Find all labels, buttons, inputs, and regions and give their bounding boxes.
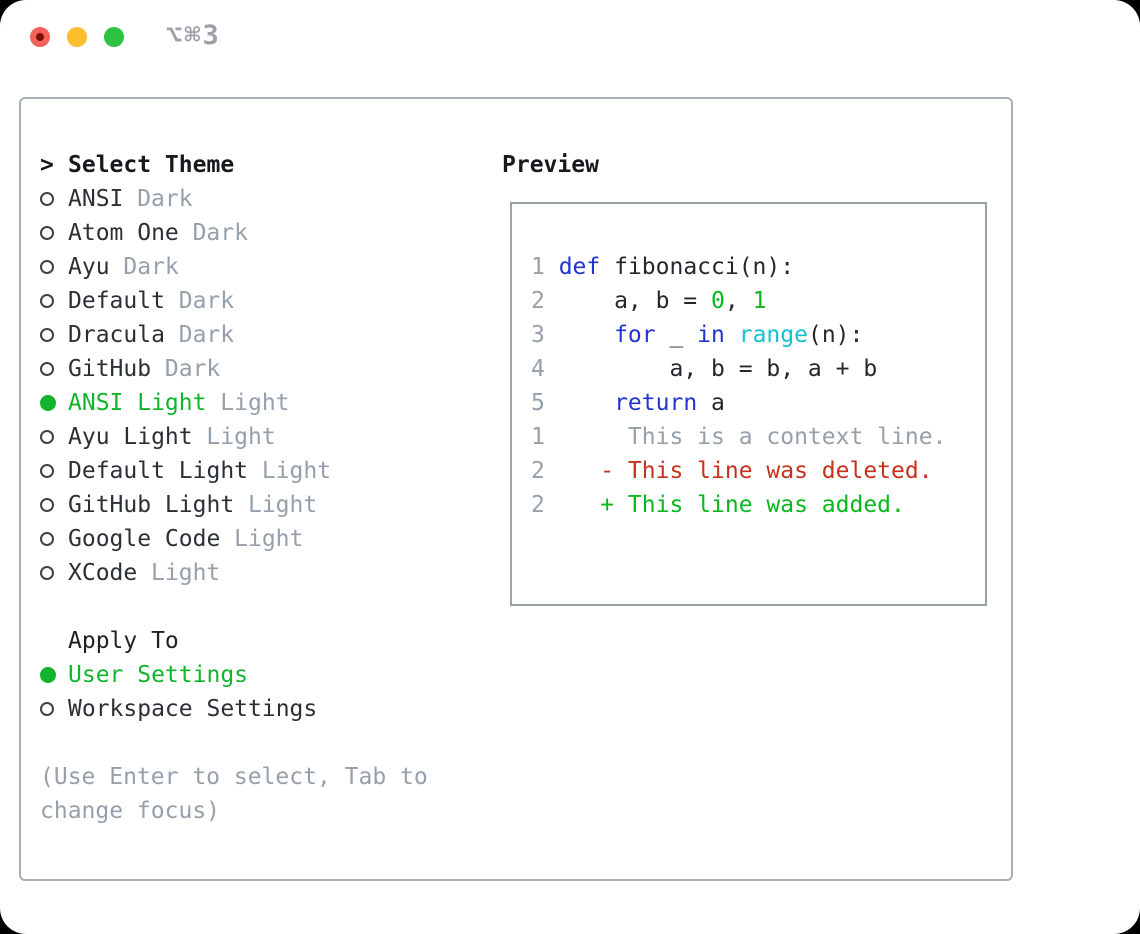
preview-code-line: 2 - This line was deleted. [531, 454, 985, 488]
option-label: GitHub Light [68, 492, 235, 518]
option-label: Atom One [68, 220, 179, 246]
apply-option-user-settings[interactable]: User Settings [40, 658, 460, 692]
option-label: User Settings [68, 662, 249, 688]
theme-option-default[interactable]: Default Dark [40, 284, 460, 318]
radio-icon [40, 226, 54, 240]
select-theme-title: Select Theme [68, 152, 235, 178]
apply-to-title: Apply To [68, 628, 179, 654]
radio-icon [40, 362, 54, 376]
line-number: 2 [531, 458, 545, 484]
traffic-lights [30, 27, 124, 47]
radio-icon [40, 566, 54, 580]
theme-option-ansi[interactable]: ANSI Dark [40, 182, 460, 216]
radio-icon [40, 260, 54, 274]
spacer [40, 590, 460, 624]
radio-icon [40, 464, 54, 478]
radio-icon [40, 702, 54, 716]
line-number: 1 [531, 424, 545, 450]
preview-code-line: 1 This is a context line. [531, 420, 985, 454]
line-number: 2 [531, 288, 545, 314]
apply-option-workspace-settings[interactable]: Workspace Settings [40, 692, 460, 726]
option-label: Workspace Settings [68, 696, 318, 722]
line-number: 1 [531, 254, 545, 280]
option-label: Ayu Light [68, 424, 193, 450]
line-number: 2 [531, 492, 545, 518]
theme-option-xcode[interactable]: XCode Light [40, 556, 460, 590]
line-number: 4 [531, 356, 545, 382]
apply-to-header: Apply To [40, 624, 460, 658]
theme-option-github[interactable]: GitHub Dark [40, 352, 460, 386]
radio-icon [40, 430, 54, 444]
preview-code-line: 2 + This line was added. [531, 488, 985, 522]
variant-badge: Light [261, 458, 332, 484]
close-button[interactable] [30, 27, 50, 47]
minimize-button[interactable] [67, 27, 87, 47]
variant-badge: Dark [137, 186, 193, 212]
radio-icon [40, 532, 54, 546]
preview-code-line: 2 a, b = 0, 1 [531, 284, 985, 318]
variant-badge: Light [206, 424, 276, 450]
option-label: ANSI [68, 186, 124, 212]
usage-hint: (Use Enter to select, Tab to change focu… [40, 764, 428, 824]
variant-badge: Light [220, 390, 290, 416]
line-number: 3 [531, 322, 545, 348]
prompt-caret-icon: > [40, 152, 54, 178]
theme-option-github-light[interactable]: GitHub Light Light [40, 488, 460, 522]
radio-icon [40, 328, 54, 342]
preview-title: Preview [502, 152, 599, 178]
variant-badge: Dark [178, 322, 235, 348]
variant-badge: Dark [192, 220, 248, 246]
option-label: GitHub [68, 356, 152, 382]
option-label: Ayu [68, 254, 110, 280]
option-label: Google Code [68, 526, 221, 552]
zoom-button[interactable] [104, 27, 124, 47]
select-theme-header: > Select Theme [40, 148, 460, 182]
theme-option-dracula[interactable]: Dracula Dark [40, 318, 460, 352]
preview-code-line: 3 for _ in range(n): [531, 318, 985, 352]
option-label: Default [68, 288, 165, 314]
variant-badge: Dark [178, 288, 235, 314]
theme-option-ayu[interactable]: Ayu Dark [40, 250, 460, 284]
preview-code-line: 5 return a [531, 386, 985, 420]
radio-icon [40, 192, 54, 206]
preview-code-line: 4 a, b = b, a + b [531, 352, 985, 386]
variant-badge: Dark [123, 254, 179, 280]
theme-option-ansi-light[interactable]: ANSI Light Light [40, 386, 460, 420]
theme-option-ayu-light[interactable]: Ayu Light Light [40, 420, 460, 454]
option-label: Dracula [68, 322, 165, 348]
radio-selected-icon [40, 395, 56, 411]
theme-option-atom-one[interactable]: Atom One Dark [40, 216, 460, 250]
window-shortcut-label: ⌥⌘3 [166, 20, 221, 51]
option-label: Default Light [68, 458, 249, 484]
variant-badge: Light [247, 492, 318, 518]
theme-option-google-code[interactable]: Google Code Light [40, 522, 460, 556]
line-number: 5 [531, 390, 545, 416]
radio-icon [40, 498, 54, 512]
spacer [40, 726, 460, 760]
option-label: ANSI Light [68, 390, 207, 416]
variant-badge: Light [151, 560, 221, 586]
theme-option-default-light[interactable]: Default Light Light [40, 454, 460, 488]
radio-icon [40, 294, 54, 308]
variant-badge: Dark [164, 356, 221, 382]
variant-badge: Light [234, 526, 304, 552]
option-label: XCode [68, 560, 138, 586]
radio-selected-icon [40, 667, 56, 683]
